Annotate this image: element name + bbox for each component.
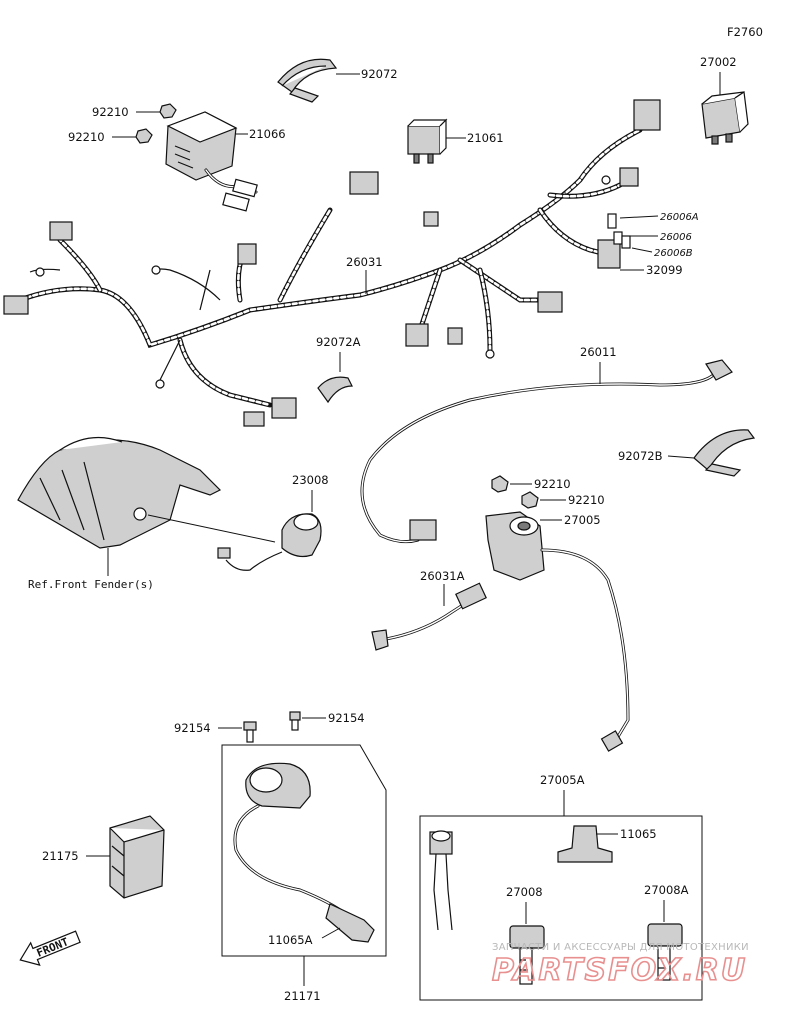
label-92210-d: 92210 — [568, 493, 605, 507]
coil-group-frame — [221, 744, 387, 957]
label-ref-front-fender: Ref.Front Fender(s) — [28, 578, 154, 591]
front-arrow-icon: FRONT — [19, 930, 81, 967]
label-21171: 21171 — [284, 989, 321, 1003]
label-92210-a: 92210 — [92, 105, 129, 119]
label-92210-b: 92210 — [68, 130, 105, 144]
bolt-92154-a-part[interactable] — [243, 721, 257, 743]
key-set-frame — [419, 815, 703, 1001]
label-26006a: 26006A — [660, 212, 699, 223]
bolt-92154-b-part[interactable] — [289, 711, 301, 731]
fuse-group-part[interactable] — [607, 213, 631, 249]
nut-92210-a-part[interactable] — [159, 103, 177, 119]
nut-92210-b-part[interactable] — [135, 128, 153, 144]
ignition-switch-27005-part[interactable] — [485, 511, 630, 752]
nut-92210-d-part[interactable] — [521, 491, 539, 509]
clamp-92072b-part[interactable] — [693, 429, 756, 477]
label-21061: 21061 — [467, 131, 504, 145]
label-26031: 26031 — [346, 255, 383, 269]
label-92210-c: 92210 — [534, 477, 571, 491]
cdi-21175-part[interactable] — [109, 815, 165, 899]
label-92072b: 92072B — [618, 449, 663, 463]
switch-23008-part[interactable] — [217, 513, 322, 571]
label-21175: 21175 — [42, 849, 79, 863]
harness-26031a-part[interactable] — [371, 582, 487, 651]
figure-code: F2760 — [727, 25, 763, 39]
label-21066: 21066 — [249, 127, 286, 141]
clamp-92072a-part[interactable] — [317, 376, 353, 404]
relay-27002-part[interactable] — [701, 90, 749, 145]
watermark-caption: ЗАПЧАСТИ И АКСЕССУАРЫ ДЛЯ МОТОТЕХНИКИ — [492, 942, 749, 953]
label-32099: 32099 — [646, 263, 683, 277]
clamp-92072-part[interactable] — [277, 58, 338, 103]
label-26011: 26011 — [580, 345, 617, 359]
key-27008-part[interactable] — [509, 925, 545, 985]
switch-27005a-part[interactable] — [429, 830, 453, 931]
lock-11065-part[interactable] — [557, 825, 613, 863]
label-26031a: 26031A — [420, 569, 465, 583]
regulator-21066-part[interactable] — [165, 111, 258, 212]
label-27005a: 27005A — [540, 773, 585, 787]
label-92072: 92072 — [361, 67, 398, 81]
label-27002: 27002 — [700, 55, 737, 69]
label-92154-b: 92154 — [328, 711, 365, 725]
label-23008: 23008 — [292, 473, 329, 487]
nut-92210-c-part[interactable] — [491, 475, 509, 493]
label-26006: 26006 — [660, 232, 692, 243]
label-27005: 27005 — [564, 513, 601, 527]
ignition-coil-21171-part[interactable] — [233, 762, 375, 943]
label-27008: 27008 — [506, 885, 543, 899]
watermark-logo: PARTSFOX.RU — [492, 953, 747, 988]
main-harness-26031-part[interactable] — [3, 99, 661, 427]
front-arrow-text: FRONT — [35, 935, 71, 960]
label-92072a: 92072A — [316, 335, 361, 349]
label-27008a: 27008A — [644, 883, 689, 897]
label-11065a: 11065A — [268, 933, 313, 947]
harness-26011-part[interactable] — [360, 359, 733, 544]
key-27008a-part[interactable] — [647, 923, 683, 981]
label-92154-a: 92154 — [174, 721, 211, 735]
label-26006b: 26006B — [654, 248, 693, 259]
front-fender-ref-part — [17, 436, 222, 549]
relay-21061-part[interactable] — [407, 118, 448, 164]
label-11065: 11065 — [620, 827, 657, 841]
